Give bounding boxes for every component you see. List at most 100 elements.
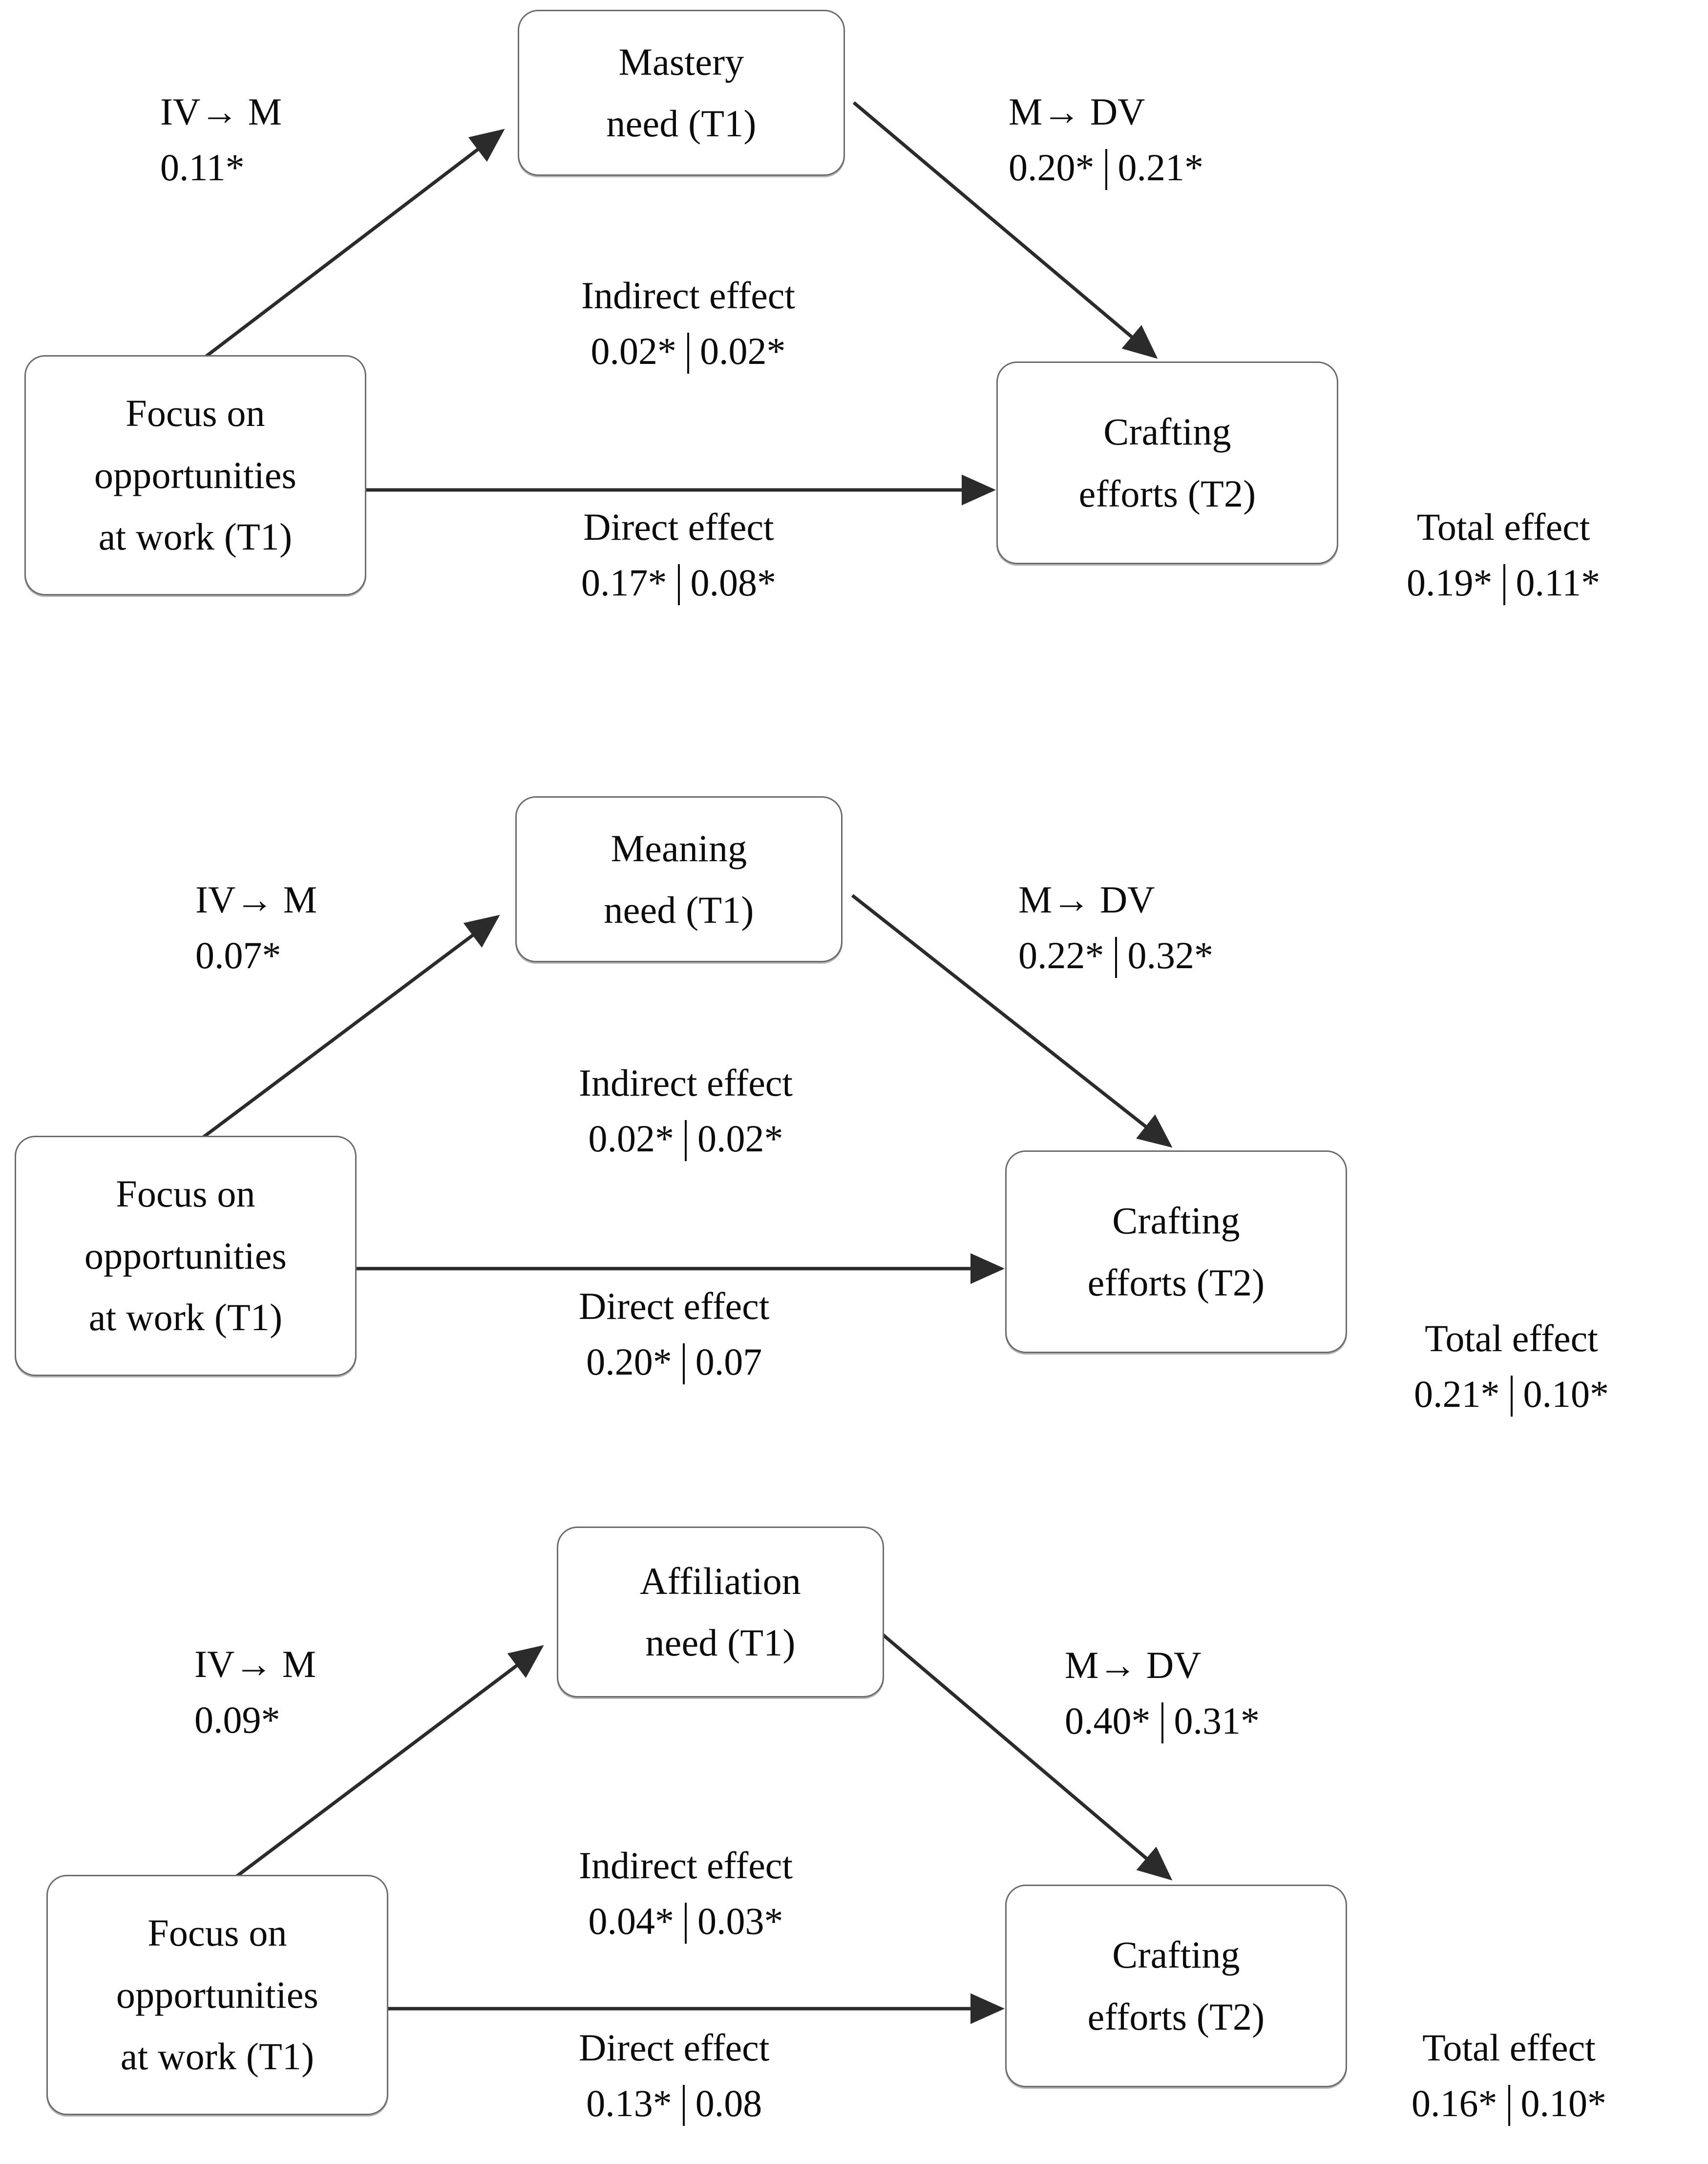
node-iv-focus-on-opportunities: Focus on opportunities at work (T1) xyxy=(15,1136,357,1376)
iv-label-line1: Focus on xyxy=(116,1172,255,1215)
mediator-label-line1: Affiliation xyxy=(639,1559,801,1602)
path-caption-indirect: Indirect effect xyxy=(579,1061,793,1104)
iv-label-line1: Focus on xyxy=(126,392,265,435)
path-caption-iv-to-m: IV→ M xyxy=(194,1643,316,1685)
path-value-iv-to-m-1: 0.07* xyxy=(195,933,281,976)
path-value-indirect-2: 0.03* xyxy=(697,1899,783,1942)
mediator-label-line2: need (T1) xyxy=(606,102,757,145)
value-separator xyxy=(1105,149,1107,190)
mediator-label-line1: Mastery xyxy=(618,40,744,83)
node-iv-focus-on-opportunities: Focus on opportunities at work (T1) xyxy=(46,1875,388,2115)
path-value-indirect-1: 0.02* xyxy=(590,329,677,372)
path-value-direct-1: 0.20* xyxy=(586,1340,672,1383)
path-value-direct-2: 0.07 xyxy=(695,1340,762,1383)
node-mediator-meaning: Meaning need (T1) xyxy=(515,796,843,962)
path-value-direct-1: 0.17* xyxy=(581,561,667,604)
path-value-total-1: 0.19* xyxy=(1407,561,1493,604)
path-label-m-to-dv: M→ DV 0.20* 0.21* xyxy=(1009,84,1203,195)
node-mediator-mastery: Mastery need (T1) xyxy=(518,10,845,176)
path-caption-indirect: Indirect effect xyxy=(579,1844,793,1887)
dv-label-line2: efforts (T2) xyxy=(1087,1261,1265,1304)
dv-label-line1: Crafting xyxy=(1112,1199,1240,1242)
value-separator xyxy=(1508,2084,1510,2126)
path-caption-direct: Direct effect xyxy=(579,2026,770,2069)
mediation-panel-mastery: Mastery need (T1) Focus on opportunities… xyxy=(0,0,1708,718)
path-value-m-to-dv-2: 0.32* xyxy=(1127,933,1214,976)
path-label-indirect: Indirect effect 0.04* 0.03* xyxy=(579,1838,793,1949)
value-separator xyxy=(1510,1375,1513,1417)
path-value-total-2: 0.10* xyxy=(1520,2081,1607,2124)
iv-label-line2: opportunities xyxy=(94,453,297,496)
path-caption-direct: Direct effect xyxy=(579,1285,770,1327)
path-label-total: Total effect 0.21* 0.10* xyxy=(1414,1311,1609,1422)
iv-label-line2: opportunities xyxy=(116,1973,319,2016)
path-caption-total: Total effect xyxy=(1422,2026,1596,2069)
node-dv-crafting-efforts: Crafting efforts (T2) xyxy=(996,361,1338,564)
panel-1-connectors xyxy=(198,101,1158,506)
path-value-direct-2: 0.08 xyxy=(695,2081,762,2124)
path-label-indirect: Indirect effect 0.02* 0.02* xyxy=(579,1055,793,1167)
panel-3-connectors xyxy=(228,1630,1173,2024)
path-value-indirect-1: 0.02* xyxy=(588,1117,675,1160)
node-dv-crafting-efforts: Crafting efforts (T2) xyxy=(1005,1885,1347,2087)
arrow-iv-to-mediator xyxy=(194,914,500,1145)
path-value-indirect-2: 0.02* xyxy=(700,329,786,372)
mediation-panel-meaning: Meaning need (T1) Focus on opportunities… xyxy=(0,760,1708,1478)
iv-label-line3: at work (T1) xyxy=(88,1296,283,1339)
panel-2-connectors xyxy=(194,894,1173,1284)
iv-label-line3: at work (T1) xyxy=(98,515,293,558)
node-dv-crafting-efforts: Crafting efforts (T2) xyxy=(1005,1150,1347,1353)
path-caption-iv-to-m: IV→ M xyxy=(160,90,282,133)
path-label-total: Total effect 0.16* 0.10* xyxy=(1412,2020,1606,2131)
path-label-m-to-dv: M→ DV 0.22* 0.32* xyxy=(1018,872,1213,983)
path-caption-indirect: Indirect effect xyxy=(581,274,796,317)
path-caption-total: Total effect xyxy=(1416,506,1590,548)
value-separator xyxy=(1161,1702,1163,1743)
path-value-m-to-dv-1: 0.40* xyxy=(1065,1699,1151,1742)
iv-label-line2: opportunities xyxy=(84,1234,287,1277)
path-value-m-to-dv-1: 0.22* xyxy=(1018,933,1104,976)
path-label-direct: Direct effect 0.13* 0.08 xyxy=(579,2020,769,2131)
path-label-iv-to-m: IV→ M 0.11* xyxy=(160,84,282,195)
arrow-mediator-to-dv xyxy=(852,101,1158,359)
value-separator xyxy=(685,1120,687,1161)
path-caption-total: Total effect xyxy=(1425,1317,1598,1359)
node-iv-focus-on-opportunities: Focus on opportunities at work (T1) xyxy=(24,355,366,595)
path-value-total-1: 0.21* xyxy=(1414,1372,1500,1415)
path-value-m-to-dv-2: 0.21* xyxy=(1118,146,1204,189)
value-separator xyxy=(1115,936,1117,978)
value-separator xyxy=(685,1902,687,1944)
mediator-label-line1: Meaning xyxy=(611,827,747,870)
path-caption-m-to-dv: M→ DV xyxy=(1018,878,1155,921)
path-value-iv-to-m-1: 0.11* xyxy=(160,146,245,189)
path-label-iv-to-m: IV→ M 0.07* xyxy=(195,872,317,983)
path-value-direct-1: 0.13* xyxy=(586,2081,672,2124)
path-label-direct: Direct effect 0.17* 0.08* xyxy=(581,499,776,611)
path-value-total-2: 0.10* xyxy=(1523,1372,1609,1415)
iv-label-line1: Focus on xyxy=(148,1911,287,1954)
arrow-iv-to-mediator xyxy=(228,1645,544,1883)
value-separator xyxy=(1503,564,1505,605)
path-value-indirect-1: 0.04* xyxy=(588,1899,675,1942)
path-label-iv-to-m: IV→ M 0.09* xyxy=(194,1636,316,1748)
iv-label-line3: at work (T1) xyxy=(120,2035,315,2078)
dv-label-line2: efforts (T2) xyxy=(1087,1995,1265,2038)
node-mediator-affiliation: Affiliation need (T1) xyxy=(557,1527,884,1697)
dv-label-line2: efforts (T2) xyxy=(1078,472,1256,515)
path-value-m-to-dv-2: 0.31* xyxy=(1174,1699,1260,1742)
path-value-total-1: 0.16* xyxy=(1412,2081,1497,2124)
path-label-direct: Direct effect 0.20* 0.07 xyxy=(579,1278,769,1390)
path-label-total: Total effect 0.19* 0.11* xyxy=(1407,499,1600,611)
mediator-label-line2: need (T1) xyxy=(604,889,754,931)
path-label-indirect: Indirect effect 0.02* 0.02* xyxy=(581,268,795,379)
path-label-m-to-dv: M→ DV 0.40* 0.31* xyxy=(1065,1637,1260,1749)
value-separator xyxy=(682,2084,685,2126)
path-value-m-to-dv-1: 0.20* xyxy=(1009,146,1095,189)
arrow-iv-to-mediator xyxy=(198,128,505,363)
value-separator xyxy=(682,1343,685,1384)
mediation-panel-affiliation: Affiliation need (T1) Focus on opportuni… xyxy=(0,1509,1708,2164)
mediator-label-line2: need (T1) xyxy=(645,1621,796,1664)
arrow-mediator-to-dv xyxy=(878,1630,1173,1881)
dv-label-line1: Crafting xyxy=(1112,1933,1240,1976)
